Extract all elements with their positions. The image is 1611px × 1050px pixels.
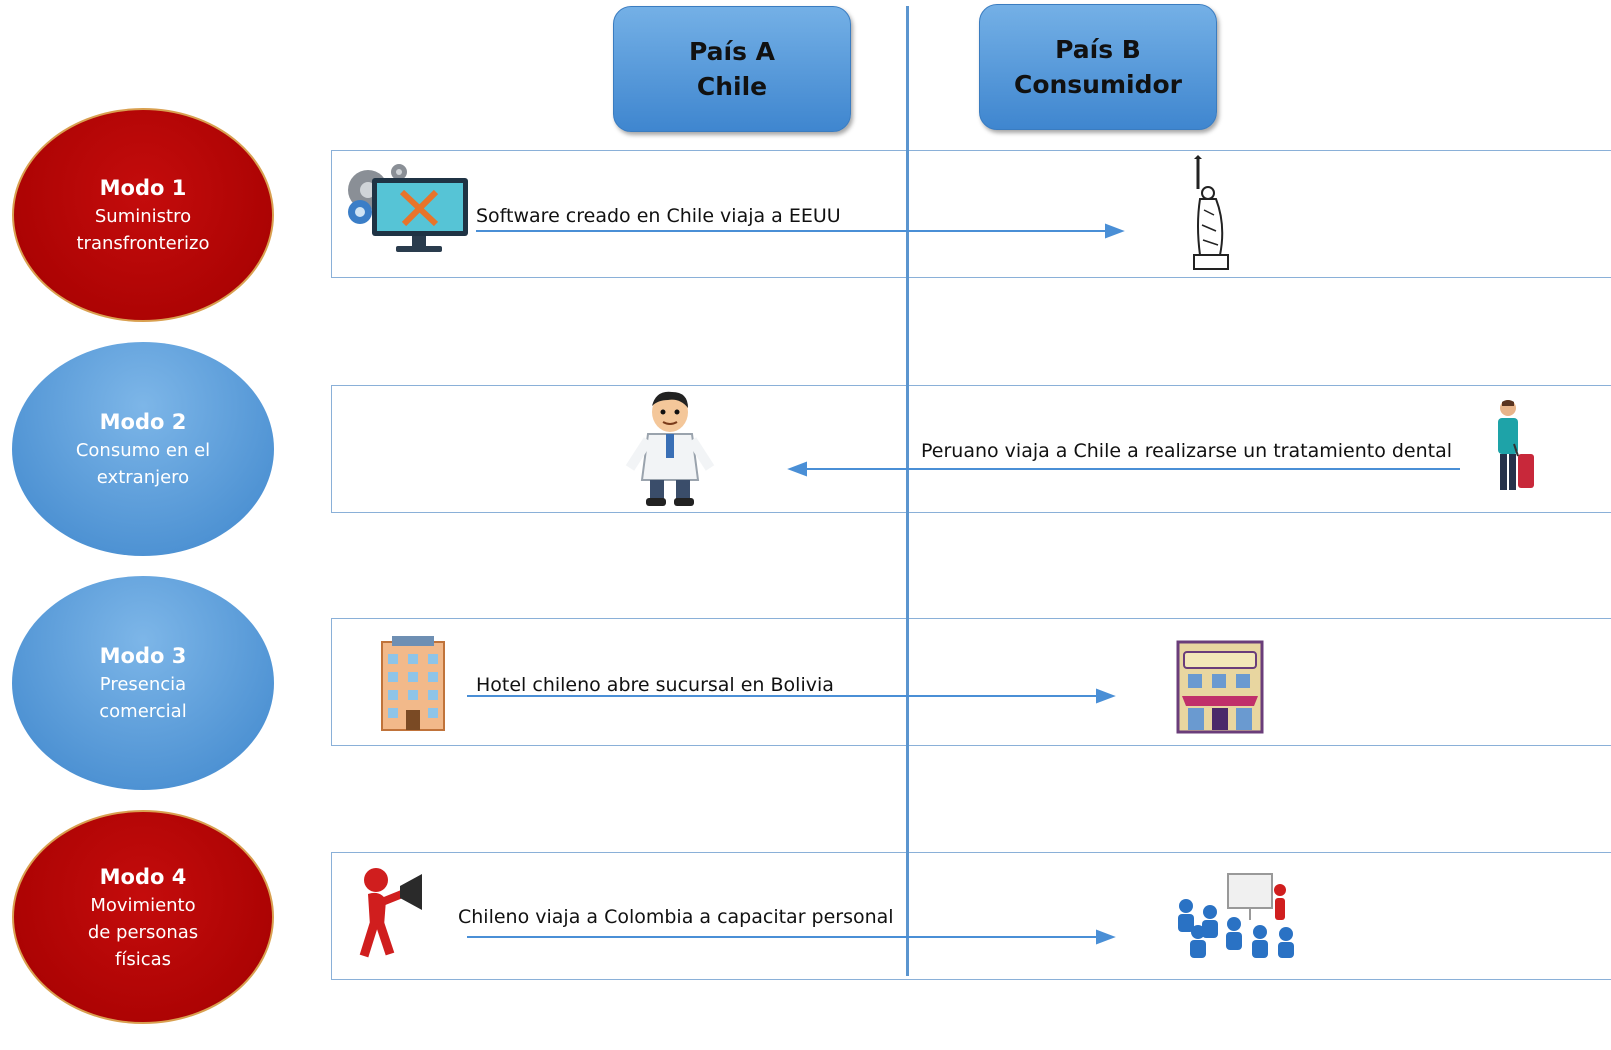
mode-2-desc-line2: extranjero: [96, 467, 190, 488]
traveler-icon: [1498, 400, 1534, 490]
mode-1-circle: Modo 1 Suministro transfronterizo: [12, 108, 274, 322]
mode-1-example-text: Software creado en Chile viaja a EEUU: [476, 205, 841, 227]
mode-1-desc-line2: transfronterizo: [76, 233, 210, 254]
mode-4-title: Modo 4: [99, 864, 187, 889]
country-b-label: Consumidor: [1013, 70, 1183, 99]
mode-3-desc-line2: comercial: [99, 701, 187, 722]
mode-2-example-text: Peruano viaja a Chile a realizarse un tr…: [921, 440, 1453, 462]
mode-3-circle: Modo 3 Presencia comercial: [12, 576, 274, 790]
mode-3-desc-line1: Presencia: [99, 674, 187, 695]
mode-2-circle: Modo 2 Consumo en el extranjero: [12, 342, 274, 556]
mode-4-circle: Modo 4 Movimiento de personas físicas: [12, 810, 274, 1024]
country-b-header: País B Consumidor: [979, 4, 1217, 130]
mode-1-row: [331, 150, 1611, 278]
mode-4-example-text: Chileno viaja a Colombia a capacitar per…: [458, 906, 894, 928]
mode-1-title: Modo 1: [99, 176, 187, 200]
training-class-icon: [1178, 873, 1294, 958]
megaphone-person-icon: [359, 868, 422, 958]
mode-4-desc-line3: físicas: [114, 948, 172, 970]
mode-3-row: [331, 618, 1611, 746]
country-b-name: País B: [1055, 35, 1141, 64]
country-divider-line: [906, 6, 909, 976]
mode-4-desc-line2: de personas: [87, 921, 199, 943]
dentist-icon: [625, 391, 715, 506]
computer-tools-icon: [348, 164, 468, 252]
mode-1-desc-line1: Suministro: [94, 206, 192, 227]
mode-2-desc-line1: Consumo en el: [75, 440, 211, 461]
hotel-branch-icon: [1176, 640, 1264, 734]
mode-2-title: Modo 2: [99, 410, 187, 434]
mode-4-desc-line1: Movimiento: [90, 894, 196, 916]
statue-of-liberty-icon: [1193, 155, 1229, 270]
mode-3-title: Modo 3: [99, 644, 187, 668]
country-a-header: País A Chile: [613, 6, 851, 132]
country-a-name: País A: [688, 37, 776, 66]
country-a-label: Chile: [696, 72, 768, 101]
hotel-building-icon: [381, 636, 445, 731]
mode-4-row: [331, 852, 1611, 980]
mode-3-example-text: Hotel chileno abre sucursal en Bolivia: [476, 674, 834, 696]
mode-2-row: [331, 385, 1611, 513]
